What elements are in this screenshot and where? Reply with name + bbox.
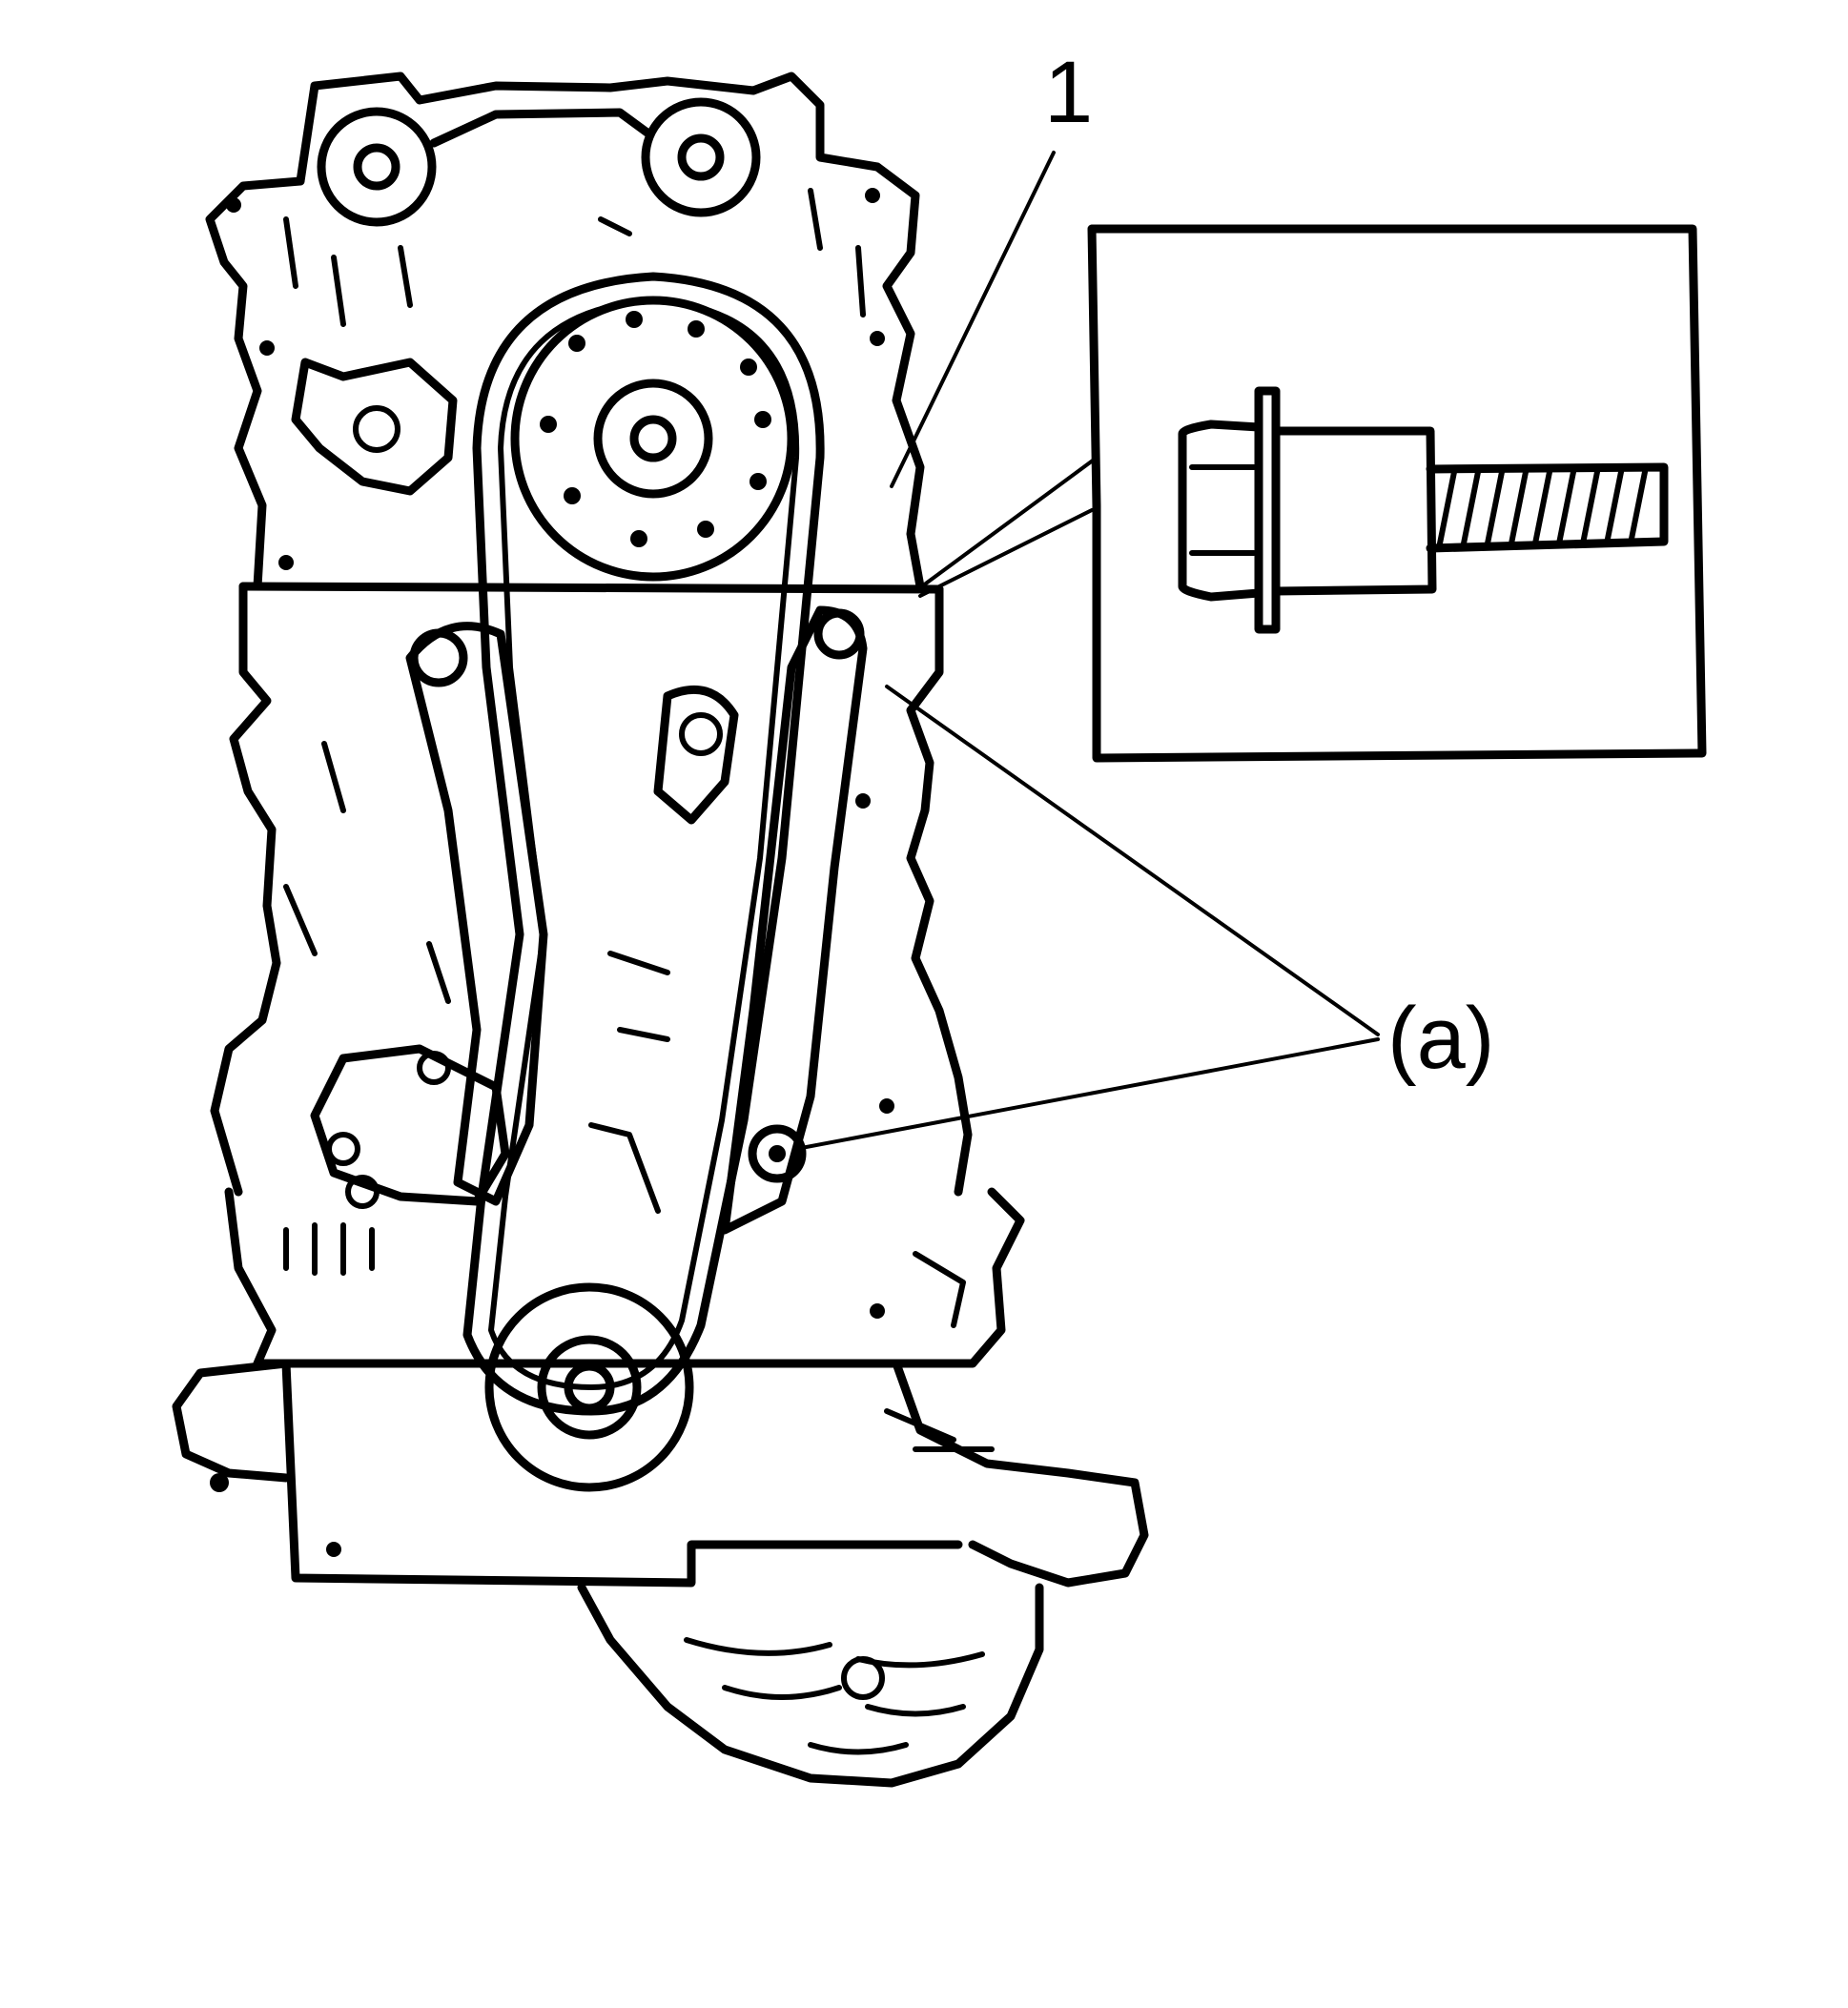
cam-sprocket <box>510 296 796 582</box>
leader-a-upper <box>885 685 1380 1036</box>
callout-1: 1 <box>1044 44 1093 141</box>
bolt-inset <box>1087 224 1707 763</box>
flange-bolt <box>1178 386 1669 634</box>
leader-inset-lower <box>918 508 1094 598</box>
engine-block <box>172 72 1149 1788</box>
leader-inset-upper <box>914 456 1099 593</box>
leader-lines <box>794 151 1380 1151</box>
timing-chain <box>462 272 825 1416</box>
cylinder-head-details <box>226 97 885 570</box>
block-details <box>210 685 995 1557</box>
crankshaft-sprocket <box>484 1282 694 1492</box>
leader-a-lower <box>794 1037 1380 1151</box>
chain-guides <box>405 605 868 1235</box>
leader-1 <box>890 151 1056 488</box>
callout-a: (a) <box>1387 990 1494 1087</box>
